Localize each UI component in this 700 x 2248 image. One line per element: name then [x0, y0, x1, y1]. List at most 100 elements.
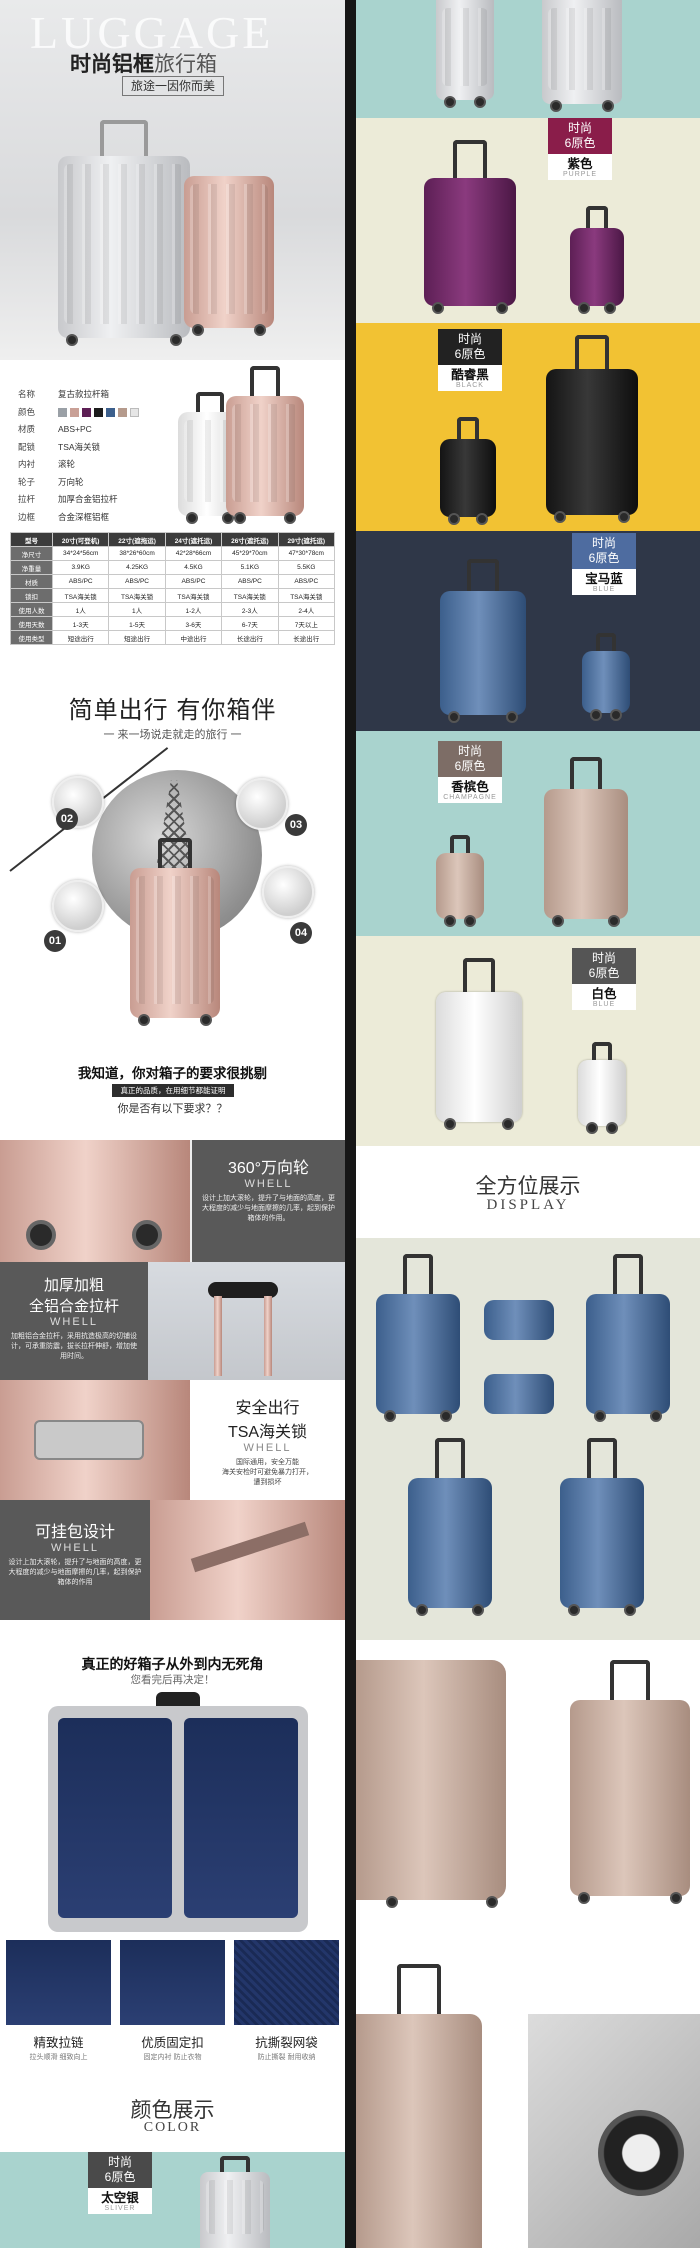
blue-suitcase-small-image — [582, 633, 630, 721]
silver-suitcase-image — [58, 120, 190, 346]
lock-image — [0, 1380, 190, 1500]
champagne-suitcase-front-image — [570, 1660, 690, 1904]
feature-wheels-text: 360°万向轮 WHELL 设计上加大滚轮，提升了与地面的高度，更大程度的减少与… — [192, 1140, 345, 1262]
feature-title: 加厚加粗 全铝合金拉杆 — [28, 1277, 119, 1315]
table-cell: 1人 — [51, 602, 110, 617]
tag-line: 时尚 — [457, 332, 482, 346]
detail-subtext: 拉头顺滑 细致向上 — [29, 2054, 88, 2061]
detail-subtext: 防止撕裂 耐用收纳 — [257, 2054, 316, 2061]
table-cell: 7天以上 — [277, 616, 336, 631]
black-suitcase-image — [546, 335, 638, 523]
spec-key: 配锁 — [18, 441, 36, 452]
champagne-suitcase-side-image — [356, 1660, 506, 1908]
table-cell: 使用人数 — [10, 602, 53, 617]
feature-lock: 安全出行 TSA海关锁 WHELL 国际通用，安全万能 海关安检时可避免暴力打开… — [0, 1380, 345, 1500]
rose-gold-suitcase-image — [184, 176, 274, 336]
feature-en: WHELL — [51, 1542, 99, 1554]
table-cell: 4.25KG — [108, 560, 166, 575]
table-cell: 6-7天 — [221, 616, 279, 631]
tag-line: 时尚 — [591, 536, 616, 550]
table-cell: 45*29*70cm — [221, 546, 279, 561]
tsa-lock-icon — [34, 1420, 144, 1460]
feature-handle: 加厚加粗 全铝合金拉杆 WHELL 加粗铝合金拉杆，采用抗造极高的切铺设计，可承… — [0, 1262, 345, 1380]
feature-title: 360°万向轮 — [227, 1160, 310, 1177]
tag-line: 6原色 — [588, 966, 620, 980]
hero-slogan: 旅途一因你而美 — [122, 76, 224, 96]
table-header-cell: 型号 — [10, 532, 53, 547]
spec-row: 轮子万向轮 — [18, 474, 168, 492]
table-header-cell: 26寸(遮托运) — [221, 532, 279, 547]
spec-value: TSA海关锁 — [58, 441, 101, 452]
table-cell: 2-4人 — [277, 602, 336, 617]
spec-value: 加厚合金铝拉杆 — [58, 494, 118, 504]
detail-label: 优质固定扣 — [141, 2036, 204, 2050]
table-cell: 长途出行 — [277, 630, 336, 645]
blue-suitcase-front-image — [376, 1254, 460, 1422]
color-swatch — [58, 407, 67, 417]
white-suitcase-small-image — [578, 1042, 626, 1134]
spec-value: 合金深框铝框 — [58, 511, 110, 522]
wheel-icon — [26, 1220, 56, 1250]
blue-suitcase-bottom-image — [484, 1374, 554, 1414]
detail-subtext: 固定内衬 防止衣物 — [143, 2054, 202, 2061]
feature-desc: 设计上加大滚轮，提升了与地面的高度，更大程度的减少与地面摩擦的几率，起到保护箱体… — [202, 1195, 335, 1222]
table-header-cell: 20寸(可登机) — [51, 532, 110, 547]
wheel-icon — [132, 1220, 162, 1250]
color-swatch — [82, 407, 91, 417]
spec-key: 材质 — [18, 424, 36, 434]
blue-suitcase-back-image — [560, 1438, 644, 1616]
display-champagne-band — [356, 1640, 700, 1950]
feature-title: 安全出行 TSA海关锁 — [227, 1400, 308, 1441]
feature-handle-text: 加厚加粗 全铝合金拉杆 WHELL 加粗铝合金拉杆，采用抗造极高的切铺设计，可承… — [0, 1262, 148, 1380]
table-cell: ABS/PC — [221, 574, 279, 589]
champagne-suitcase-angle-image — [356, 1964, 482, 2248]
color-en: BLUE — [572, 1001, 636, 1010]
color-name: 酷睿黑 — [438, 365, 502, 382]
purple-suitcase-image — [424, 140, 516, 314]
feature-title: 可挂包设计 — [34, 1524, 115, 1541]
zipper-detail-image — [6, 1940, 111, 2025]
table-cell: 3-6天 — [164, 616, 223, 631]
feature-lock-text: 安全出行 TSA海关锁 WHELL 国际通用，安全万能 海关安检时可避免暴力打开… — [190, 1380, 345, 1500]
blue-suitcase-top-image — [484, 1300, 554, 1340]
badge-number: 04 — [290, 922, 312, 944]
silver-band — [356, 0, 700, 118]
table-cell: 材质 — [10, 574, 53, 589]
table-cell: 1-5天 — [108, 616, 166, 631]
left-column: LUGGAGE 时尚铝框旅行箱 旅途一因你而美 名称复古款拉杆箱 颜色 — [0, 0, 345, 2248]
open-suitcase-image — [48, 1692, 308, 1932]
tag-line: 时尚 — [567, 121, 592, 135]
hero-banner: LUGGAGE 时尚铝框旅行箱 旅途一因你而美 — [0, 0, 345, 360]
silver-suitcase-image — [200, 2156, 270, 2248]
table-cell: 3.9KG — [51, 560, 110, 575]
table-cell: 4.5KG — [164, 560, 223, 575]
color-name: 宝马蓝 — [572, 569, 636, 586]
detail-bubble-handle-top — [236, 778, 288, 830]
table-cell: 锁扣 — [10, 588, 53, 603]
rose-suitcase-feature-image — [130, 838, 220, 1026]
table-cell: ABS/PC — [164, 574, 223, 589]
spec-row: 拉杆加厚合金铝拉杆 — [18, 491, 168, 509]
color-name: 香槟色 — [438, 777, 502, 794]
tag-line: 6原色 — [588, 551, 620, 565]
feature-en: WHELL — [50, 1316, 98, 1328]
badge-number: 02 — [56, 808, 78, 830]
blue-suitcase-angle-image — [408, 1438, 492, 1616]
display-title: 全方位展示 — [475, 1175, 581, 1198]
blue-suitcase-side-image — [586, 1254, 670, 1422]
section-title: 简单出行 有你箱伴 — [68, 697, 277, 724]
spec-value: 复古款拉杆箱 — [58, 389, 110, 399]
spec-row: 边框合金深框铝框 — [18, 509, 168, 527]
tag-line: 6原色 — [454, 759, 486, 773]
display-blue-band — [356, 1238, 700, 1640]
feature-desc: 加粗铝合金拉杆，采用抗造极高的切铺设计，可承重防震，拔长拉杆伸舒，增加使用时间。 — [11, 1333, 137, 1360]
detail-label: 精致拉链 — [33, 2036, 84, 2050]
spec-row: 配锁 TSA海关锁 — [18, 439, 168, 457]
